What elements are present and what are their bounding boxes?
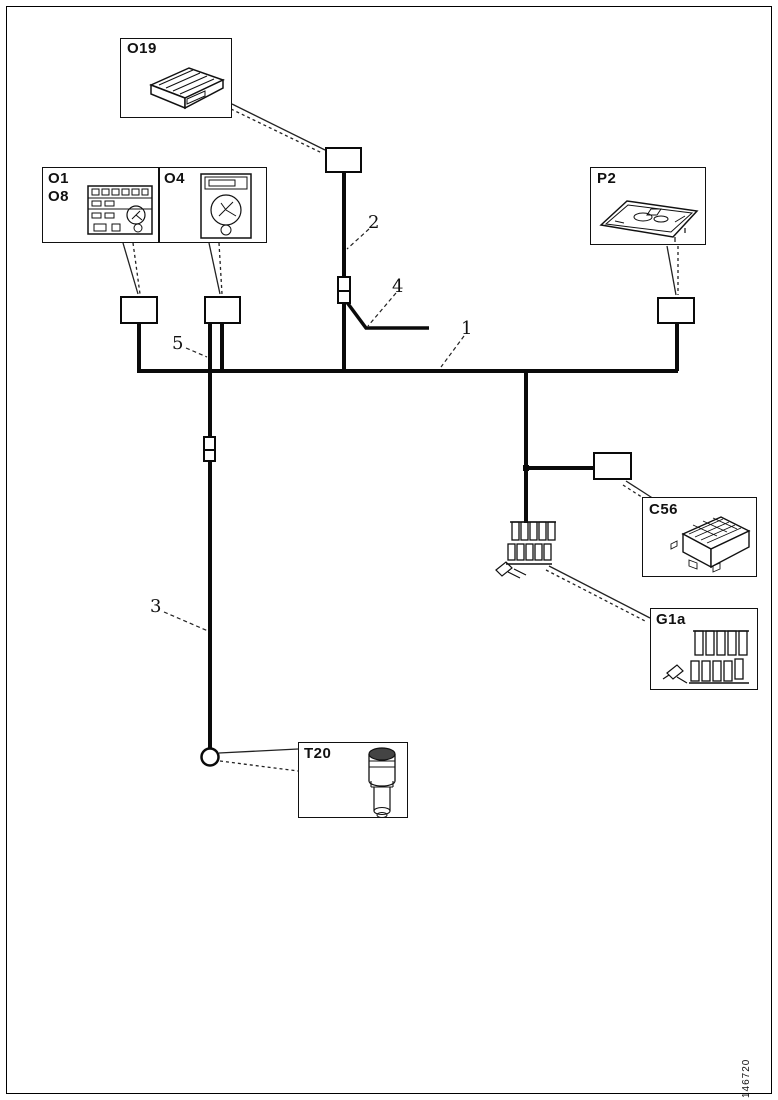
o19-leader [231,103,326,151]
label-c56: C56 [649,501,679,518]
component-box-o19: O19 [120,38,232,118]
c56-leader [625,480,655,500]
o4-leader [208,242,221,295]
component-box-c56: C56 [642,497,757,577]
o1-o8-illustration [87,185,153,235]
leader-num-3 [163,611,209,632]
component-box-g1a: G1a [650,608,758,690]
o19-illustration [149,67,225,110]
leader-num-2 [346,228,370,250]
t20-illustration [368,747,396,818]
wire-number-1: 1 [461,318,473,339]
o4-illustration [200,173,252,239]
wire-number-3: 3 [150,596,162,617]
wire-number-5: 5 [172,333,184,354]
label-g1a: G1a [656,611,686,628]
t20-leader-upper [218,748,299,754]
ring-terminal [200,747,220,767]
connector-a [325,147,362,173]
inline-connector-wire2 [337,276,351,304]
connector-d [657,297,695,324]
label-o1: O1 [48,170,70,187]
harness-wires [137,172,679,752]
wire-number-2: 2 [368,212,380,233]
inline-component-illustration [495,521,556,579]
component-box-o1-o8-o4: O1 O8 O4 [42,167,267,243]
leader-num-1 [440,335,465,368]
c56-illustration [670,516,751,573]
number-leaders [163,228,465,632]
leader-num-4 [367,292,397,327]
g1a-illustration [662,630,749,684]
connector-c [204,296,241,324]
o1o8-leader [122,242,139,295]
callout-leaders [122,103,679,772]
label-t20: T20 [304,745,332,762]
p2-leader [666,245,677,296]
component-box-t20: T20 [298,742,408,818]
box-divider [158,168,160,242]
label-o4: O4 [164,170,186,187]
t20-leader-lower [219,760,299,772]
connector-e [593,452,632,480]
connector-b [120,296,158,324]
label-o19: O19 [127,40,157,57]
g1a-leader [548,565,651,619]
p2-illustration [599,200,699,242]
wire-number-4: 4 [392,276,404,297]
label-p2: P2 [597,170,617,187]
wire-4-branch [344,299,429,330]
component-box-p2: P2 [590,167,706,245]
figure-number: 146720 [741,1058,752,1098]
label-o8: O8 [48,188,70,205]
leader-num-5 [185,347,208,358]
inline-connector-wire3 [203,436,216,462]
junction-dot [523,465,529,471]
